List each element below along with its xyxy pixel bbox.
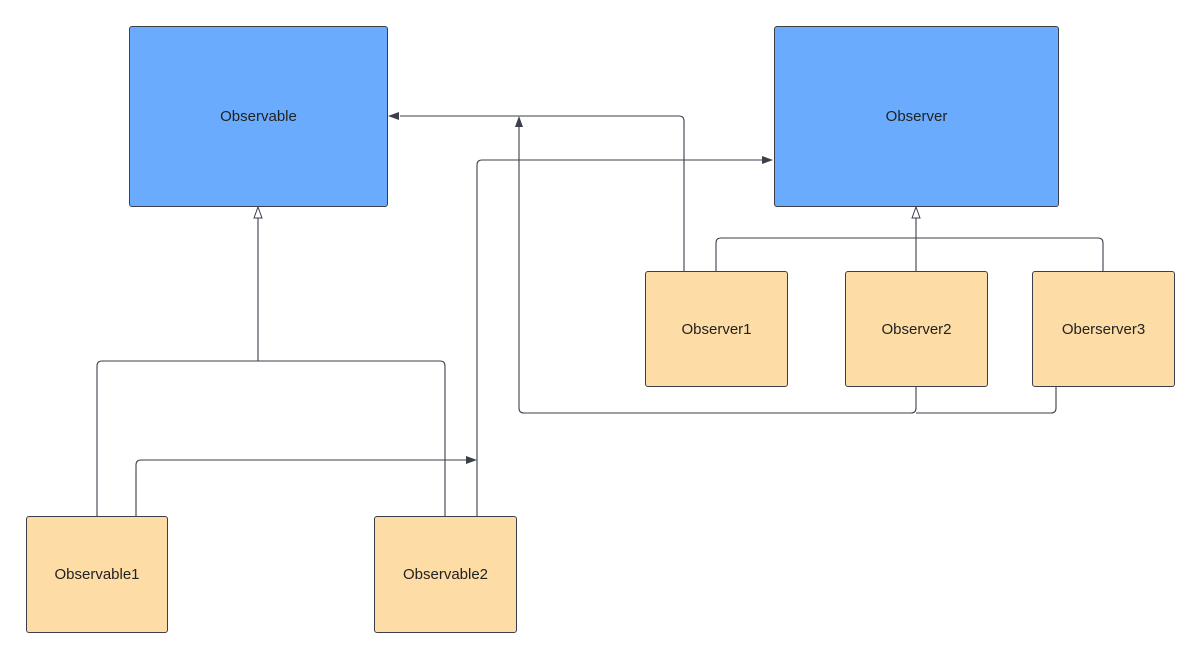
arrowhead-to-observer bbox=[762, 156, 773, 164]
inheritance-observer3-to-observer bbox=[916, 237, 1104, 271]
association-observer3-to-observable bbox=[916, 387, 1057, 414]
observable1-class-box[interactable]: Observable1 bbox=[26, 516, 168, 633]
observable2-class-box[interactable]: Observable2 bbox=[374, 516, 517, 633]
inheritance-observable2-to-observable bbox=[258, 360, 446, 516]
arrowhead-to-observable2-link bbox=[466, 456, 477, 464]
inheritance-arrowhead-observable bbox=[253, 205, 263, 219]
arrowhead-up-to-observable-link bbox=[515, 116, 523, 127]
association-observer1-to-observable bbox=[400, 115, 685, 271]
observable1-class-label: Observable1 bbox=[54, 566, 140, 583]
observer2-class-box[interactable]: Observer2 bbox=[845, 271, 988, 387]
association-observer2-to-observable bbox=[518, 127, 917, 414]
observable-interface-label: Observable bbox=[220, 108, 297, 125]
inheritance-observer1-to-observer bbox=[715, 237, 916, 271]
observer-interface-box[interactable]: Observer bbox=[774, 26, 1059, 207]
association-observable1-to-observer bbox=[135, 459, 466, 516]
observer1-class-label: Observer1 bbox=[681, 320, 752, 338]
observer3-class-label: Oberserver3 bbox=[1061, 320, 1146, 338]
arrowhead-to-observable bbox=[388, 112, 399, 120]
association-observable2-to-observer bbox=[476, 159, 762, 516]
inheritance-observable1-to-observable bbox=[96, 207, 259, 516]
observer2-class-label: Observer2 bbox=[881, 320, 952, 338]
observable-interface-box[interactable]: Observable bbox=[129, 26, 388, 207]
observer3-class-box[interactable]: Oberserver3 bbox=[1032, 271, 1175, 387]
observer1-class-box[interactable]: Observer1 bbox=[645, 271, 788, 387]
inheritance-arrowhead-observer bbox=[911, 205, 921, 219]
observer-interface-label: Observer bbox=[885, 108, 948, 125]
observable2-class-label: Observable2 bbox=[402, 566, 489, 583]
